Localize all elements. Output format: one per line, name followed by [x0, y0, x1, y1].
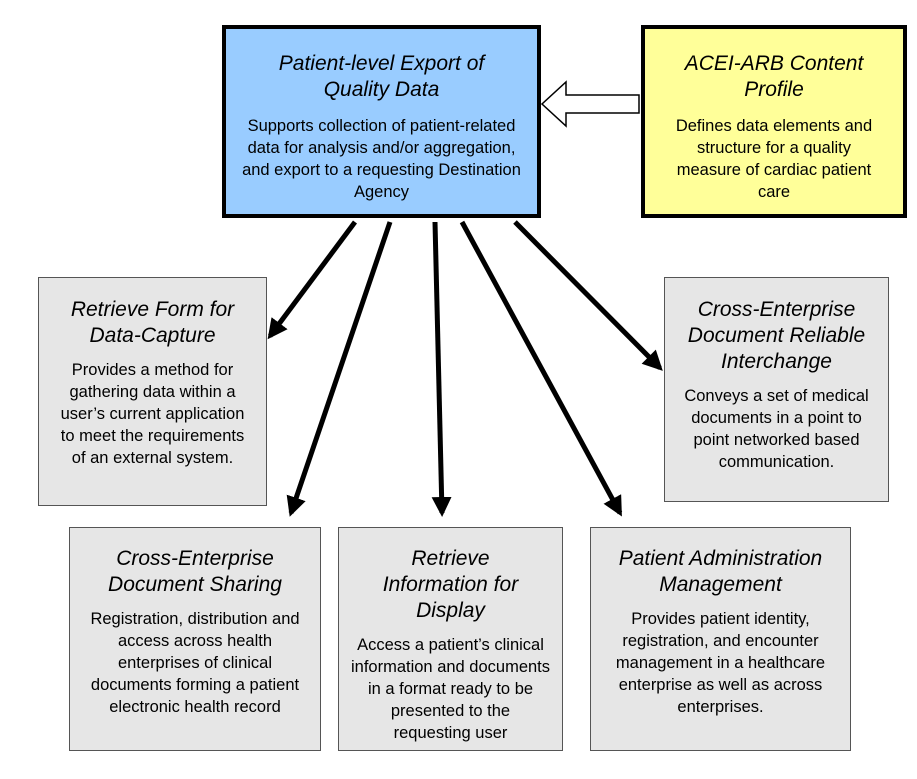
profile-description: Defines data elements and structure for … — [675, 117, 873, 201]
xdr-box: Cross-Enterprise Document Reliable Inter… — [664, 277, 889, 502]
xds-box: Cross-Enterprise Document Sharing Regist… — [69, 527, 321, 751]
main-title: Patient-level Export of Quality Data — [278, 52, 485, 101]
profile-title: ACEI-ARB Content Profile — [684, 52, 864, 101]
box-description: Access a patient’s clinical information … — [350, 636, 551, 742]
box-title: Cross-Enterprise Document Reliable Inter… — [687, 298, 866, 373]
hollow-arrow-profile-to-main — [540, 80, 640, 128]
acei-arb-profile-box: ACEI-ARB Content Profile Defines data el… — [641, 25, 907, 218]
box-title: Retrieve Form for Data-Capture — [70, 298, 235, 347]
arrow-to-xdr — [513, 220, 663, 371]
patient-level-export-box: Patient-level Export of Quality Data Sup… — [222, 25, 541, 218]
box-description: Provides a method for gathering data wit… — [60, 361, 245, 467]
box-description: Provides patient identity, registration,… — [615, 610, 826, 716]
arrow-to-pam — [459, 220, 623, 517]
box-title: Patient Administration Management — [618, 547, 823, 596]
retrieve-info-box: Retrieve Information for Display Access … — [338, 527, 563, 751]
arrow-to-retrieve-info — [431, 221, 452, 517]
retrieve-form-box: Retrieve Form for Data-Capture Provides … — [38, 277, 267, 506]
box-title: Cross-Enterprise Document Sharing — [108, 547, 282, 596]
arrow-to-xds — [286, 221, 393, 517]
main-description: Supports collection of patient-related d… — [242, 117, 521, 201]
box-description: Registration, distribution and access ac… — [90, 610, 300, 716]
arrow-to-retrieve-form — [267, 220, 358, 340]
pam-box: Patient Administration Management Provid… — [590, 527, 851, 751]
box-title: Retrieve Information for Display — [382, 547, 519, 622]
box-description: Conveys a set of medical documents in a … — [684, 387, 869, 471]
